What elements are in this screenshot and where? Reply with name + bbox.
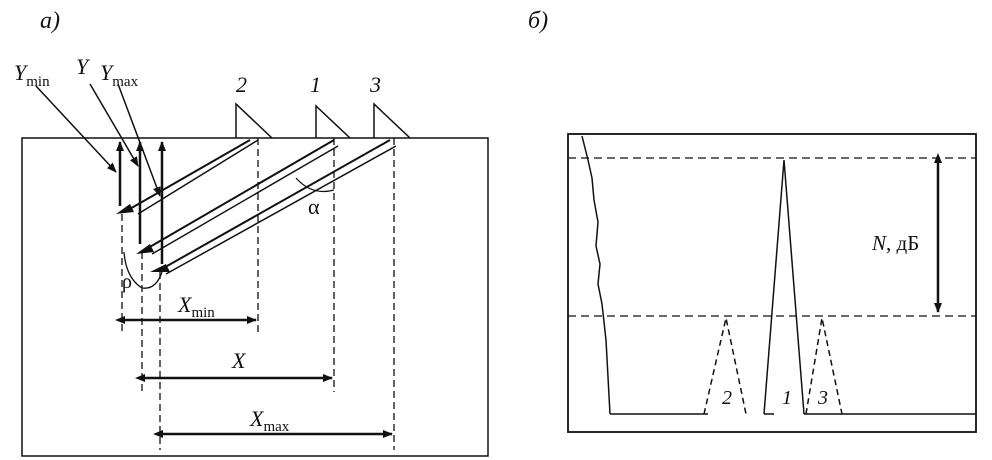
transducer-2-label: 2 [236,72,247,97]
initial-pulse [581,135,611,415]
peak-3-label: 3 [817,387,828,409]
xmax-label: Xmax [249,406,290,435]
leader-y [89,83,139,167]
beam-path-3 [159,139,391,271]
rho-arc-right [141,271,163,289]
panel-b-label: б) [528,8,548,34]
transducer-2 [235,102,273,139]
ymin-label: Ymin [14,60,50,90]
peak-1-label: 1 [782,387,792,409]
panel-a-label: а) [40,8,60,34]
reflector-mark-2 [116,204,134,214]
panel-b: б) 2 1 3 N, дБ [528,8,977,433]
panel-a: а) 2 1 3 Y [14,8,489,457]
xmin-label: Xmin [177,292,215,321]
peak-2-label: 2 [722,387,732,409]
x-label: X [231,348,247,373]
beam-path-2b [137,139,259,215]
n-db-label: N, дБ [871,231,919,255]
alpha-arc [295,177,335,193]
transducer-3 [373,102,411,139]
beam-path-3b [165,145,397,275]
reflector-mark-3 [150,264,170,272]
screen-frame [567,133,977,433]
peak-3 [805,317,843,415]
transducer-3-label: 3 [369,72,381,97]
transducer-1-label: 1 [310,72,321,97]
y-label: Y [76,54,91,79]
rho-arc-left [123,251,143,289]
peak-2 [703,317,747,415]
beam-path-1b [151,145,339,255]
leader-ymax [117,83,161,197]
beam-path-2 [127,139,251,211]
peak-1 [763,159,805,415]
beam-path-1 [147,139,335,249]
rho-label: ρ [122,271,132,293]
alpha-label: α [308,194,320,219]
reflector-mark-1 [136,244,154,254]
transducer-1 [315,104,351,139]
specimen-block [21,137,489,457]
ymax-label: Ymax [100,60,139,90]
leader-ymin [35,85,117,173]
